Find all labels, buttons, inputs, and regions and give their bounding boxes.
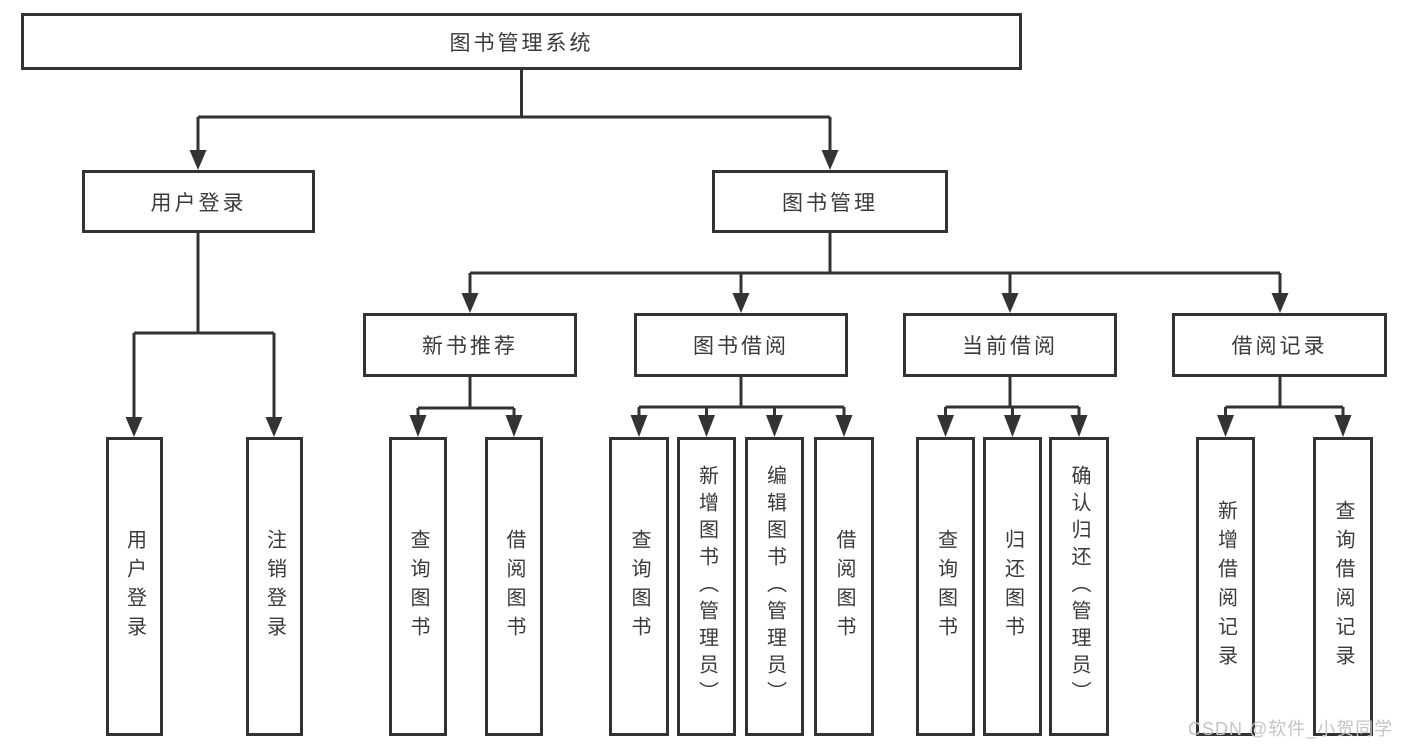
connector-book-management-children	[461, 233, 1289, 313]
node-root-system-label: 图书管理系统	[449, 31, 594, 55]
leaf-borrow-book: 借阅图书	[814, 437, 874, 736]
connector-current-borrow-children	[937, 377, 1088, 437]
leaf-return-book: 归还图书	[983, 437, 1042, 736]
leaf-edit-book-admin: 编辑图书（管理员）	[745, 437, 804, 736]
leaf-user-login-label: 用户登录	[123, 528, 146, 645]
node-book-management-label: 图书管理	[782, 191, 878, 215]
node-current-borrow-label: 当前借阅	[962, 335, 1058, 358]
node-borrow-records-label: 借阅记录	[1231, 335, 1328, 358]
leaf-borrow-query-book-label: 查询图书	[628, 528, 650, 645]
leaf-confirm-return-admin: 确认归还（管理员）	[1049, 437, 1109, 736]
node-book-borrow: 图书借阅	[634, 313, 848, 377]
connector-new-book-children	[409, 377, 523, 437]
node-user-login-label: 用户登录	[150, 191, 247, 215]
leaf-return-book-label: 归还图书	[1001, 528, 1024, 645]
leaf-logout: 注销登录	[246, 437, 303, 736]
leaf-confirm-return-admin-label: 确认归还（管理员）	[1068, 465, 1090, 708]
connector-book-borrow-children	[630, 377, 853, 437]
leaf-current-query-book-label: 查询图书	[934, 528, 957, 645]
node-new-book-recommend: 新书推荐	[363, 313, 577, 377]
leaf-recommend-query-book-label: 查询图书	[407, 528, 429, 645]
leaf-recommend-query-book: 查询图书	[389, 437, 447, 736]
leaf-query-borrow-record-label: 查询借阅记录	[1332, 499, 1354, 674]
leaf-logout-label: 注销登录	[263, 528, 286, 645]
node-book-borrow-label: 图书借阅	[693, 335, 789, 358]
leaf-borrow-book-label: 借阅图书	[833, 528, 855, 645]
leaf-borrow-query-book: 查询图书	[609, 437, 669, 736]
node-book-management: 图书管理	[712, 170, 948, 233]
leaf-current-query-book: 查询图书	[916, 437, 975, 736]
leaf-query-borrow-record: 查询借阅记录	[1313, 437, 1373, 736]
leaf-add-book-admin: 新增图书（管理员）	[677, 437, 736, 736]
leaf-add-book-admin-label: 新增图书（管理员）	[695, 465, 718, 708]
connector-root-to-branches	[189, 70, 839, 170]
node-borrow-records: 借阅记录	[1172, 313, 1387, 377]
leaf-add-borrow-record-label: 新增借阅记录	[1214, 499, 1237, 674]
node-new-book-recommend-label: 新书推荐	[422, 335, 518, 358]
leaf-recommend-borrow-book: 借阅图书	[485, 437, 543, 736]
node-current-borrow: 当前借阅	[903, 313, 1117, 377]
leaf-recommend-borrow-book-label: 借阅图书	[503, 528, 525, 645]
connector-user-login-children	[125, 233, 283, 437]
leaf-user-login: 用户登录	[106, 437, 163, 736]
node-root-system: 图书管理系统	[21, 13, 1022, 70]
connector-borrow-records-children	[1217, 377, 1352, 437]
csdn-watermark: CSDN @软件_小贺同学	[1188, 719, 1394, 739]
leaf-edit-book-admin-label: 编辑图书（管理员）	[763, 465, 786, 708]
leaf-add-borrow-record: 新增借阅记录	[1196, 437, 1255, 736]
node-user-login: 用户登录	[82, 170, 315, 233]
